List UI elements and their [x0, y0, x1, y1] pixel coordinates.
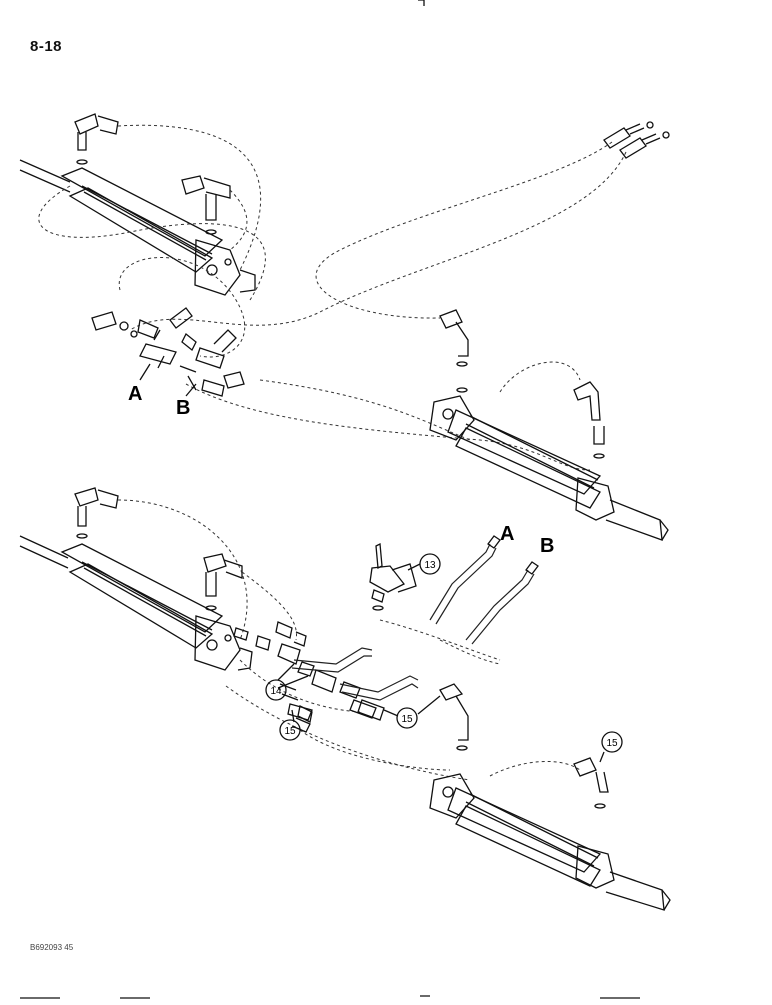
callout-14: 14: [265, 663, 309, 701]
callout-15-a: 15: [279, 709, 301, 741]
letter-b-bottom: B: [540, 535, 554, 557]
page-number: 8-18: [30, 38, 63, 55]
bottom-center-manifold: [233, 621, 377, 721]
callout-13: 13: [407, 553, 441, 575]
reference-code: B692093 45: [30, 943, 74, 952]
bottom-hoses: [117, 499, 581, 781]
letter-b-top: B: [176, 397, 190, 419]
callout-15-b-label: 15: [401, 714, 413, 725]
bottom-crop-marks: [20, 995, 640, 999]
callout-15-c: 15: [599, 731, 623, 763]
callout-15-c-label: 15: [606, 738, 618, 749]
bottom-tubes: [291, 535, 539, 701]
letter-a-top: A: [128, 383, 142, 405]
top-right-cylinder: [429, 309, 669, 541]
bottom-right-fittings: [291, 683, 609, 809]
top-hoses: [38, 124, 627, 471]
top-left-fittings: [74, 113, 231, 235]
letter-a-bottom: A: [500, 523, 514, 545]
callout-13-label: 13: [424, 560, 436, 571]
callout-15-a-label: 15: [284, 726, 296, 737]
bottom-clamp: [369, 542, 417, 611]
top-right-end-fittings: [603, 121, 670, 159]
bottom-left-cylinder: [19, 535, 253, 671]
letter-leaders-top: [139, 363, 197, 397]
bottom-right-cylinder: [429, 773, 671, 911]
bottom-left-fittings: [74, 487, 243, 611]
top-crop-mark: [418, 0, 425, 6]
top-left-cylinder: [19, 159, 256, 296]
callout-14-label: 14: [270, 686, 282, 697]
callout-15-b: 15: [383, 695, 441, 729]
top-center-manifold: [91, 307, 245, 397]
